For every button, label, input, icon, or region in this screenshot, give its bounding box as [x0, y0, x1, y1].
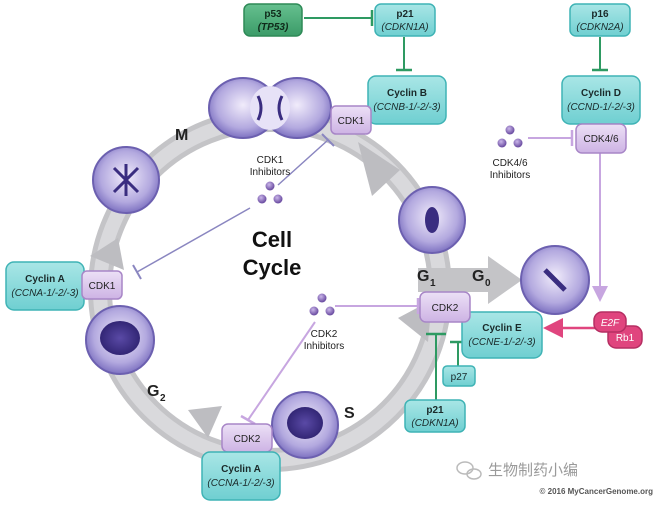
p21-top-box: p21 (CDKN1A) [374, 3, 436, 37]
phase-g2-subscript: 2 [160, 393, 166, 404]
svg-text:Cyclin D: Cyclin D [581, 88, 621, 99]
cyclin-d-box: Cyclin D (CCND-1/-2/-3) [561, 75, 641, 125]
svg-text:(CCNA-1/-2/-3): (CCNA-1/-2/-3) [207, 478, 274, 489]
cdk2-bottom-box: CDK2 [221, 423, 273, 453]
svg-text:Rb1: Rb1 [616, 333, 635, 344]
title-line-2: Cycle [243, 255, 302, 280]
wechat-icon [456, 461, 482, 480]
p21-bottom-box: p21 (CDKN1A) [404, 399, 466, 433]
cell-right-g1 [398, 186, 466, 254]
phase-g0-subscript: 0 [485, 278, 491, 289]
copyright-text: © 2016 MyCancerGenome.org [540, 487, 654, 496]
cdk1-inhibitors-line1: CDK1 [257, 155, 284, 166]
svg-text:CDK2: CDK2 [234, 434, 261, 445]
svg-text:CDK2: CDK2 [432, 303, 459, 314]
phase-g1-label: G [417, 268, 429, 285]
ring-arrow-g2 [188, 406, 222, 438]
svg-text:CDK1: CDK1 [338, 116, 365, 127]
cdk1-left-box: CDK1 [81, 270, 123, 300]
cdk2-right-box: CDK2 [419, 291, 471, 323]
cdk2-inhibitor-dots [309, 293, 335, 316]
p16-box: p16 (CDKN2A) [569, 3, 631, 37]
cdk1-top-box: CDK1 [330, 105, 372, 135]
watermark-text: 生物制药小编 [488, 462, 578, 479]
svg-text:(CCNA-1/-2/-3): (CCNA-1/-2/-3) [11, 288, 78, 299]
svg-text:p27: p27 [451, 372, 468, 383]
cell-left-top-metaphase [92, 146, 160, 214]
svg-text:Cyclin E: Cyclin E [482, 323, 522, 334]
svg-text:(CDKN1A): (CDKN1A) [411, 418, 458, 429]
e2f-box: E2F [593, 311, 627, 333]
svg-text:CDK4/6: CDK4/6 [583, 134, 618, 145]
svg-text:(CDKN2A): (CDKN2A) [576, 22, 623, 33]
p53-box: p53 (TP53) [243, 3, 303, 37]
phase-g1-subscript: 1 [430, 278, 436, 289]
cell-bottom-s-phase [271, 391, 339, 459]
svg-text:p21: p21 [396, 9, 414, 20]
ring-arrow-m-to-g1 [358, 142, 400, 196]
svg-text:E2F: E2F [601, 318, 620, 329]
cdk46-box: CDK4/6 [575, 123, 627, 154]
svg-text:Cyclin A: Cyclin A [25, 274, 65, 285]
title-line-1: Cell [252, 227, 292, 252]
cdk2-inhibitors-line2: Inhibitors [304, 341, 345, 352]
cdk46-inhibitor-dots [497, 125, 523, 148]
svg-text:p16: p16 [591, 9, 609, 20]
svg-text:(CDKN1A): (CDKN1A) [381, 22, 428, 33]
svg-text:Cyclin A: Cyclin A [221, 464, 261, 475]
cyclin-a-left-box: Cyclin A (CCNA-1/-2/-3) [5, 261, 85, 311]
svg-text:p53: p53 [264, 9, 282, 20]
svg-text:(CCNB-1/-2/-3): (CCNB-1/-2/-3) [373, 102, 440, 113]
p27-box: p27 [442, 365, 476, 387]
cdk46-inhibitors-line1: CDK4/6 [492, 158, 527, 169]
ring-arrow-g2-to-m [90, 238, 124, 270]
cdk1-inhibitors-line2: Inhibitors [250, 167, 291, 178]
cdk2-inhibitors-line1: CDK2 [311, 329, 338, 340]
phase-g2-label: G [147, 383, 159, 400]
cell-left-bottom-prophase [85, 305, 155, 375]
svg-text:(CCNE-1/-2/-3): (CCNE-1/-2/-3) [468, 337, 535, 348]
phase-s-label: S [344, 405, 355, 422]
phase-m-label: M [175, 127, 188, 144]
svg-text:Cyclin B: Cyclin B [387, 88, 427, 99]
inhibition-lines [132, 10, 608, 426]
svg-text:CDK1: CDK1 [89, 281, 116, 292]
svg-text:(TP53): (TP53) [258, 22, 289, 33]
cyclin-b-box: Cyclin B (CCNB-1/-2/-3) [367, 75, 447, 125]
cyclin-a-bottom-box: Cyclin A (CCNA-1/-2/-3) [201, 451, 281, 501]
cdk46-inhibitors-line2: Inhibitors [490, 170, 531, 181]
svg-text:p21: p21 [426, 405, 444, 416]
cell-top-dividing [208, 77, 332, 139]
svg-text:(CCND-1/-2/-3): (CCND-1/-2/-3) [567, 102, 635, 113]
cell-g0 [520, 245, 590, 315]
phase-g0-label: G [472, 268, 484, 285]
cdk1-inhibitor-dots [257, 181, 283, 204]
cyclin-e-box: Cyclin E (CCNE-1/-2/-3) [461, 311, 543, 359]
